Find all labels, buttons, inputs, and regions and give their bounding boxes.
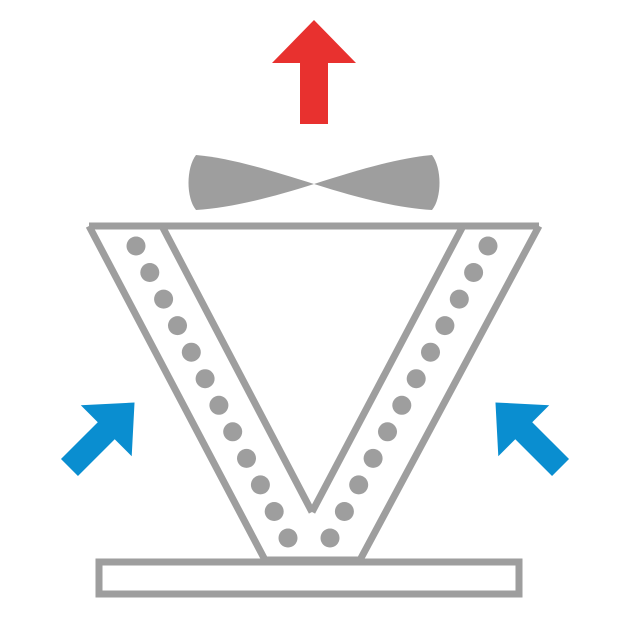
right-coil-tube [464,263,484,282]
base-plate [95,558,523,598]
left-coil-tube [278,528,298,548]
left-coil-inner-edge [158,224,316,514]
left-coil-tube [223,422,243,442]
right-coil-tube [435,316,455,336]
left-coil-tube [140,263,160,282]
right-coil-tube [320,528,340,548]
right-coil-tube [378,422,397,442]
fan-icon [188,155,440,210]
right-coil-tube [334,502,354,521]
left-coil-tube [250,475,270,495]
right-coil-tube [478,236,498,256]
left-coil-tube [154,289,174,309]
left-coil-tube [168,316,187,336]
left-coil-tube [209,395,229,415]
right-coil-inner-edge [308,224,467,514]
left-coil-tube [264,502,284,521]
right-coil-tube [363,448,383,468]
right-coil-tube [449,289,469,309]
intake-arrow-left-icon [60,402,135,477]
left-coil-tube [195,369,215,389]
intake-arrow-right-shape [495,402,570,477]
exhaust-arrow-icon [272,20,356,124]
fan-blade-right [314,155,440,210]
right-coil-tube [421,342,440,362]
fan-blade-left [188,155,314,210]
right-coil-tube [406,369,426,389]
right-coil-outer-edge [356,224,543,562]
right-coil-tube [392,395,412,415]
right-coil-tubes [320,236,498,548]
left-coil-tube [237,448,256,468]
left-coil-tube [181,342,201,362]
left-coil-tube [126,236,146,256]
left-coil-tubes [126,236,298,548]
intake-arrow-right-icon [495,402,570,477]
intake-arrow-left-shape [60,402,135,477]
left-coil-outer-edge [85,224,269,562]
right-coil-tube [349,475,369,495]
